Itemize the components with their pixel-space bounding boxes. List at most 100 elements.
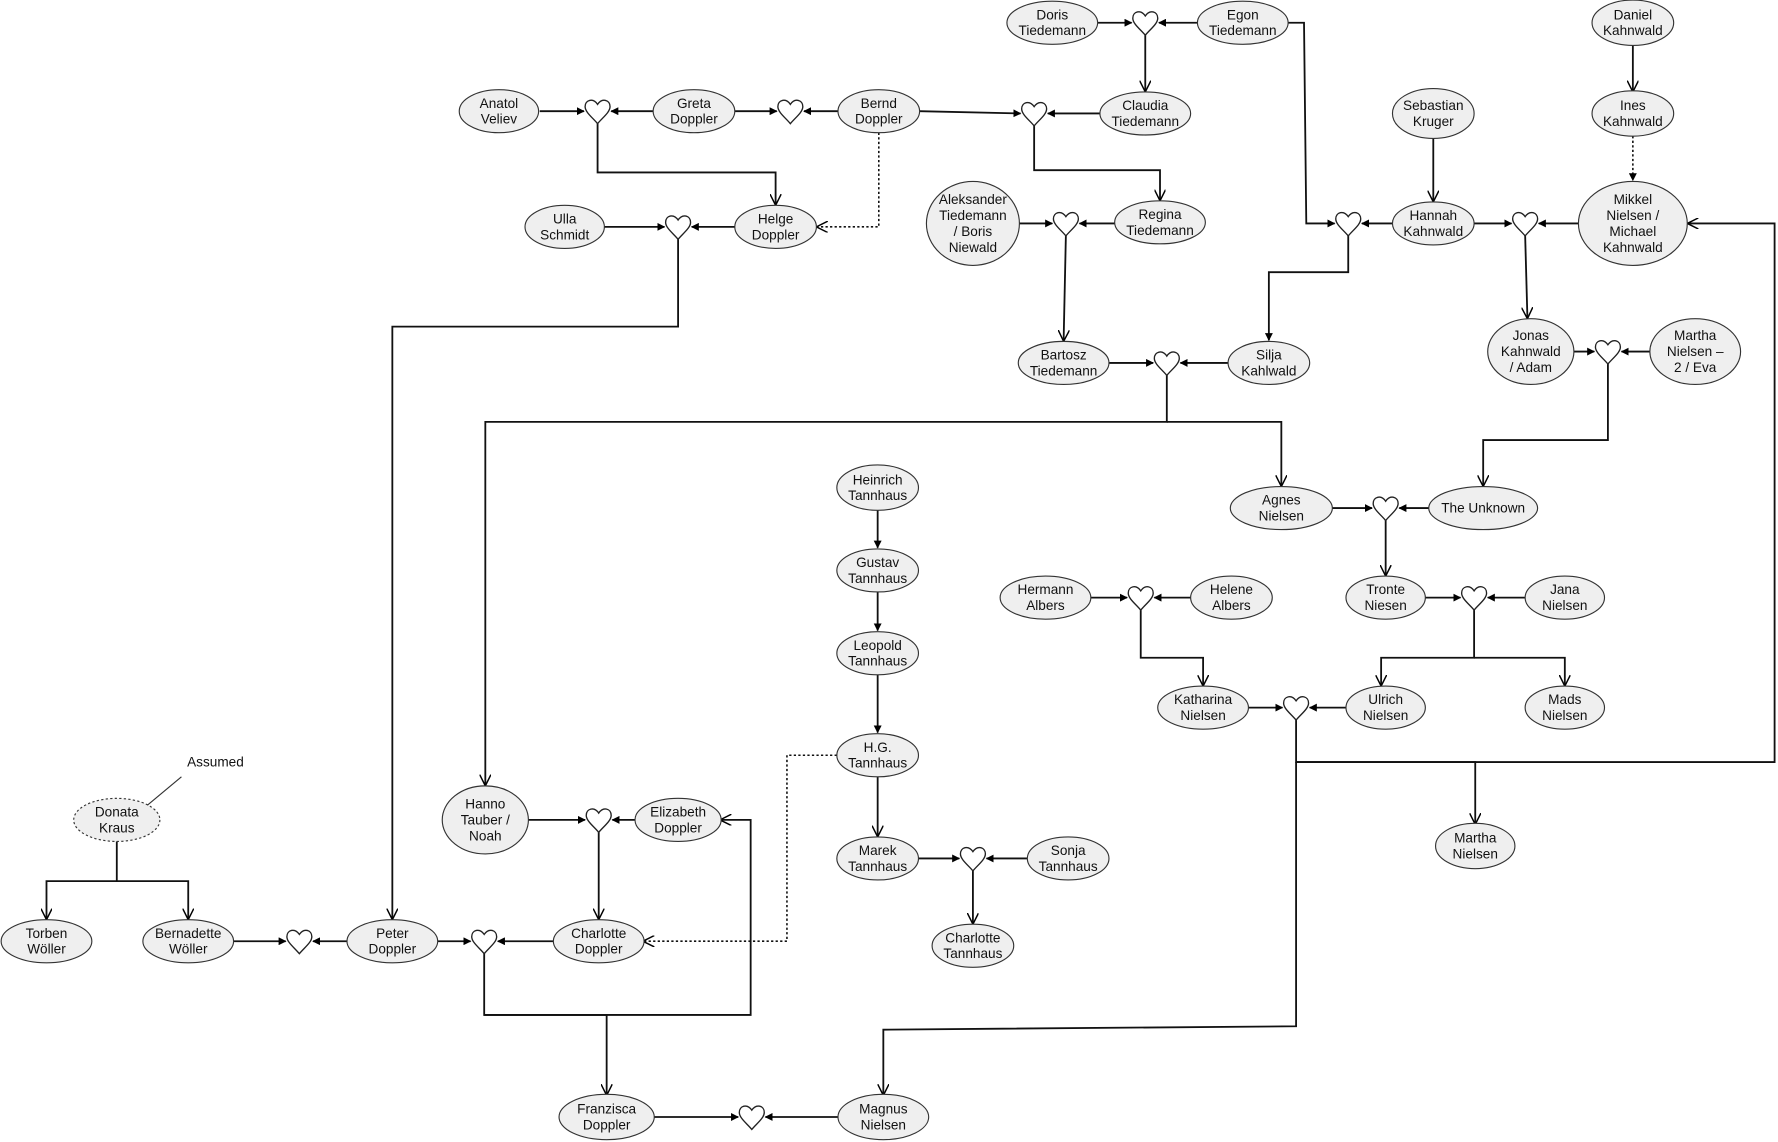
- person-name-line: Tannhaus: [848, 756, 907, 771]
- person-name-line: Wöller: [169, 942, 208, 957]
- person-ellipse: [999, 575, 1092, 620]
- person-ellipse: [836, 548, 920, 593]
- person-name-line: Albers: [1212, 598, 1251, 613]
- person-name-line: 2 / Eva: [1674, 360, 1717, 375]
- person-name-line: Marek: [859, 843, 897, 858]
- person-ellipse: [634, 797, 722, 843]
- person-name-line: Claudia: [1122, 98, 1169, 113]
- person-ellipse: [1017, 340, 1110, 386]
- child-edge: [1381, 608, 1476, 685]
- person-name-line: Katharina: [1174, 692, 1233, 707]
- person-name-line: Tannhaus: [848, 859, 907, 874]
- person-ellipse: [837, 89, 921, 134]
- person-ellipse: [346, 919, 439, 964]
- person-ellipse: [1591, 0, 1675, 46]
- person-ellipse: [1391, 201, 1475, 246]
- person-name-line: Schmidt: [540, 227, 589, 242]
- person-name-line: Sonja: [1051, 843, 1086, 858]
- person-name-line: Doppler: [575, 942, 623, 957]
- person-name-line: Michael: [1609, 224, 1656, 239]
- person-name-line: Ines: [1620, 98, 1646, 113]
- child-edge: [1295, 223, 1776, 763]
- person-name-line: Greta: [677, 96, 711, 111]
- child-edge: [1166, 420, 1282, 486]
- person-name-line: Tannhaus: [848, 571, 907, 586]
- person-name-line: Kruger: [1413, 114, 1454, 129]
- person-name-line: Nielsen: [1542, 598, 1587, 613]
- person-name-line: Kahnwald: [1603, 114, 1663, 129]
- person-node-hg[interactable]: H.G.Tannhaus: [836, 733, 920, 778]
- child-edge: [1139, 608, 1203, 685]
- person-name-line: Tronte: [1366, 582, 1405, 597]
- child-edge: [1033, 124, 1160, 200]
- person-name-line: Jonas: [1513, 328, 1549, 343]
- child-edge: [483, 952, 606, 1095]
- person-name-line: Magnus: [859, 1102, 908, 1117]
- person-name-line: Tannhaus: [848, 654, 907, 669]
- person-ellipse: [1577, 180, 1688, 266]
- person-name-line: Nielsen: [861, 1117, 906, 1132]
- person-node-unknown[interactable]: The Unknown: [1428, 485, 1539, 531]
- person-ellipse: [142, 919, 235, 964]
- person-name-line: Kahnwald: [1501, 344, 1561, 359]
- heart-icon: [1052, 211, 1080, 238]
- person-name-line: Martha: [1674, 328, 1717, 343]
- person-name-line: Kahnwald: [1403, 224, 1463, 239]
- person-ellipse: [1196, 0, 1289, 45]
- person-name-line: Doris: [1036, 7, 1068, 22]
- heart-icon: [584, 99, 611, 125]
- person-name-line: Daniel: [1614, 7, 1653, 22]
- person-name-line: Tiedemann: [1030, 363, 1098, 378]
- person-name-line: Leopold: [853, 638, 901, 653]
- person-name-line: Aleksander: [939, 192, 1007, 207]
- person-ellipse: [652, 89, 736, 134]
- child-edge: [1064, 234, 1066, 340]
- person-ellipse: [925, 180, 1020, 266]
- person-name-line: Tiedemann: [1126, 223, 1194, 238]
- heart-icon: [777, 99, 804, 125]
